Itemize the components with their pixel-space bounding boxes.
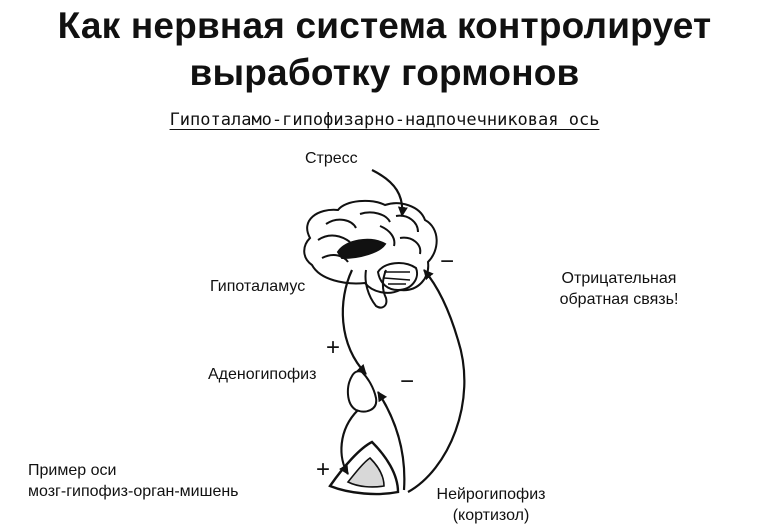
label-example-line-2: мозг-гипофиз-орган-мишень — [28, 483, 239, 500]
plus-sign-upper: + — [326, 334, 341, 361]
label-stress: Стресс — [305, 150, 358, 167]
label-negative-feedback-line-1: Отрицательная — [561, 270, 677, 287]
label-neurohypophysis-line-2: (кортизол) — [452, 507, 530, 524]
minus-sign-upper: − — [440, 248, 455, 275]
minus-sign-lower: − — [400, 368, 415, 395]
page-title: Как нервная система контролирует выработ… — [0, 2, 769, 96]
title-line-2: выработку гормонов — [189, 52, 580, 93]
label-adenohypophysis: Аденогипофиз — [208, 366, 317, 383]
plus-sign-lower: + — [316, 456, 331, 483]
axis-arrows — [338, 169, 466, 493]
adrenal-gland-drawing — [328, 440, 400, 496]
label-neurohypophysis: Нейрогипофиз (кортизол) — [426, 484, 556, 526]
label-example: Пример оси мозг-гипофиз-орган-мишень — [28, 460, 239, 502]
pituitary-gland — [346, 370, 378, 413]
label-hypothalamus: Гипоталамус — [210, 278, 306, 295]
title-line-1: Как нервная система контролирует — [57, 5, 712, 46]
brain-drawing — [303, 199, 438, 309]
subtitle: Гипоталамо-гипофизарно-надпочечниковая о… — [169, 110, 600, 130]
label-negative-feedback: Отрицательная обратная связь! — [549, 268, 689, 310]
label-neurohypophysis-line-1: Нейрогипофиз — [436, 486, 546, 503]
label-negative-feedback-line-2: обратная связь! — [559, 291, 679, 308]
label-example-line-1: Пример оси — [28, 462, 117, 479]
